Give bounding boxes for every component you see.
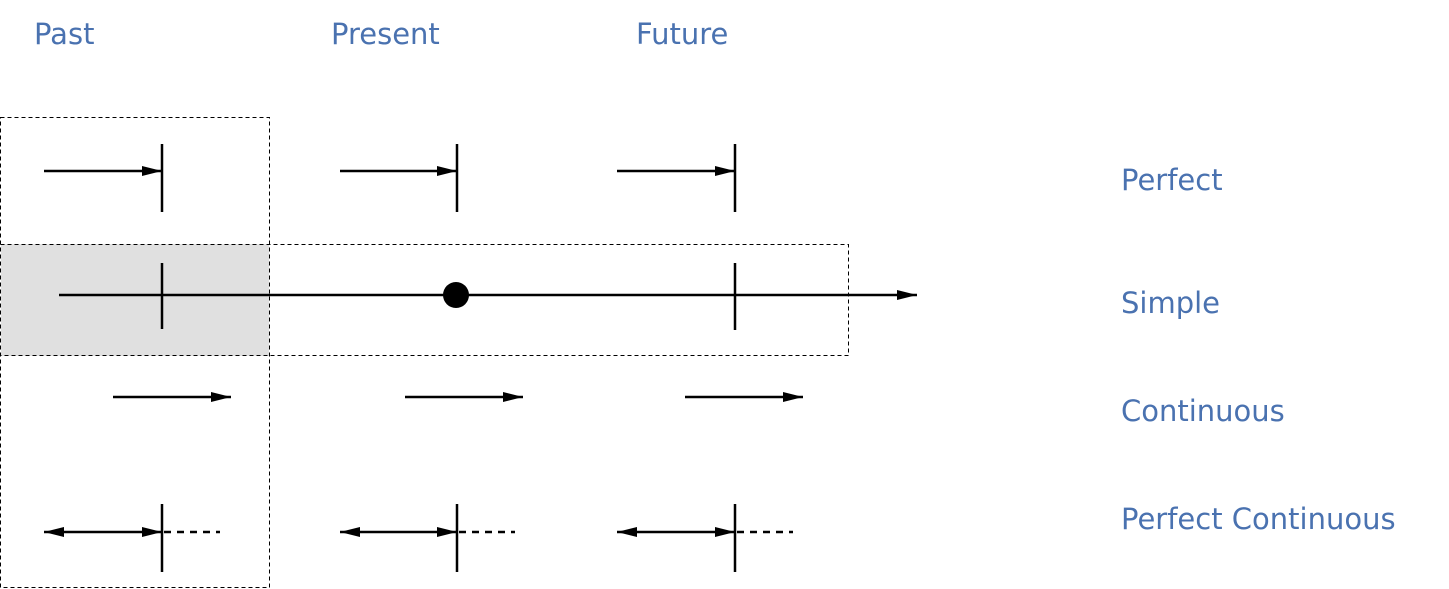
perfect-row <box>44 144 737 212</box>
row-label-continuous: Continuous <box>1121 394 1285 428</box>
past-simple-highlight <box>1 244 269 356</box>
row-label-perfect-continuous: Perfect Continuous <box>1121 502 1396 536</box>
column-header-past: Past <box>34 17 95 51</box>
simple-row-frame <box>0 244 849 356</box>
present-simple-point <box>443 282 469 308</box>
column-header-future: Future <box>636 17 729 51</box>
row-label-simple: Simple <box>1121 286 1221 320</box>
simple-row <box>59 263 917 330</box>
perfect-continuous-row <box>44 504 793 572</box>
row-label-perfect: Perfect <box>1121 163 1223 197</box>
column-header-present: Present <box>331 17 440 51</box>
